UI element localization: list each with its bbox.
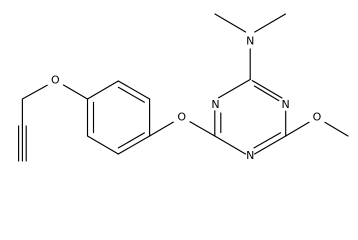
bond-benzene-5-inner xyxy=(117,86,145,103)
bond-namine-methyl-right xyxy=(254,13,287,33)
atom-label-ring-nitrogen-bottom: N xyxy=(246,149,254,162)
bond-benzene-2 xyxy=(86,135,119,155)
bond-triazine-ctop-nright-double xyxy=(253,85,280,102)
bond-benzene-1-inner xyxy=(117,132,145,149)
bond-triazine-ctop-nright xyxy=(251,80,283,99)
bond-triazine-ntop-ctop xyxy=(218,78,251,99)
bond-cleft-oether xyxy=(189,121,216,137)
bond-benzene-5 xyxy=(117,80,151,100)
atom-label-ring-nitrogen-right: N xyxy=(281,98,289,111)
bond-opropargyl-ch2 xyxy=(21,84,48,100)
atom-labels: N N N N O O O xyxy=(51,35,322,162)
atom-label-methoxy-oxygen: O xyxy=(313,111,322,124)
atom-label-aryl-ether-oxygen: O xyxy=(177,111,186,124)
atom-label-dimethylamino-nitrogen: N xyxy=(246,35,254,48)
atom-label-propargyl-oxygen: O xyxy=(51,73,60,86)
atom-label-ring-nitrogen-top: N xyxy=(211,98,219,111)
chemical-structure: N N N N O O O xyxy=(18,13,349,162)
bond-benzene-1 xyxy=(117,135,151,155)
bond-omethoxy-methyl xyxy=(324,121,349,137)
bond-triazine-nbottom-cleft xyxy=(214,135,247,155)
bond-triazine-cbottom-nbottom-double xyxy=(253,132,282,149)
bond-oether-phenyl xyxy=(149,121,174,137)
bond-cbottom-omethoxy xyxy=(285,121,310,137)
bond-triazine-cbottom-nbottom xyxy=(254,135,287,155)
bond-namine-methyl-left xyxy=(214,13,247,33)
bonds xyxy=(18,13,349,162)
bond-phenyl-opropargyl xyxy=(62,84,89,100)
bond-benzene-4 xyxy=(86,80,119,100)
